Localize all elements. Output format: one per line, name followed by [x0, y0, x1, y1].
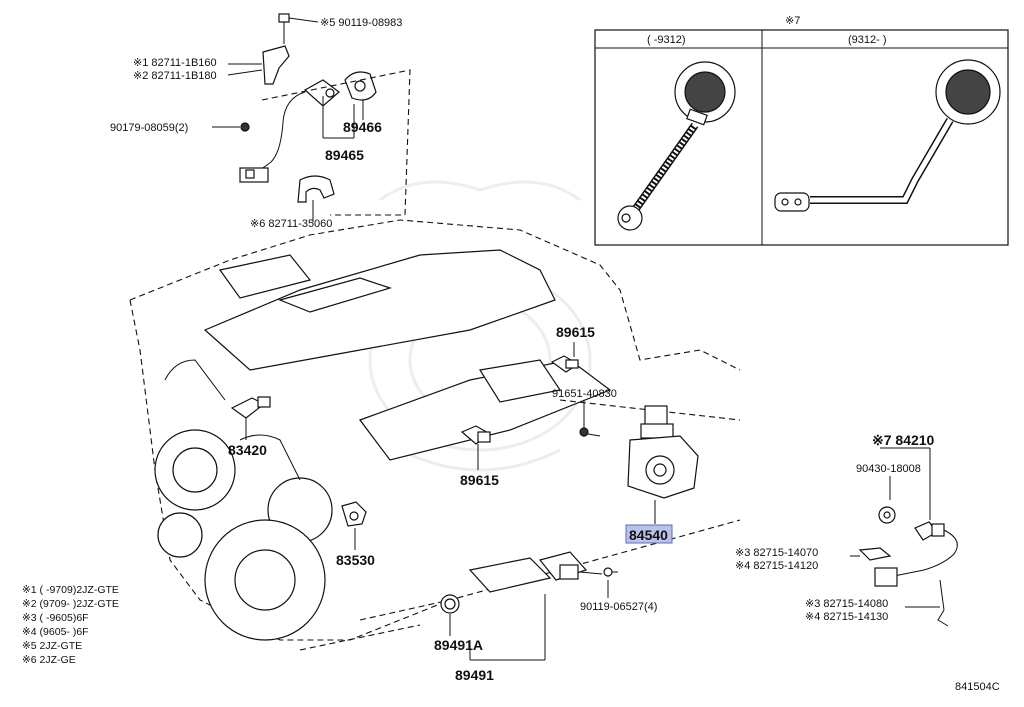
label-89491: 89491: [455, 667, 494, 683]
label-84210: ※7 84210: [872, 432, 935, 448]
label-clip-4a: ※4 82715-14120: [735, 560, 818, 572]
legend-item: ※6 2JZ-GE: [22, 654, 76, 666]
label-89465: 89465: [325, 147, 364, 163]
sensor-83530: [341, 501, 367, 550]
inset-title: ※7: [785, 15, 800, 27]
legend-item: ※5 2JZ-GTE: [22, 640, 82, 652]
sensor-89615-top: [550, 342, 580, 373]
figure-code: 841504C: [955, 681, 1000, 693]
knock-sensor-84210: [850, 447, 958, 627]
label-84540: 84540: [629, 527, 668, 543]
sensor-84540: [627, 405, 699, 524]
legend-item: ※1 ( -9709)2JZ-GTE: [22, 584, 119, 596]
label-89491A: 89491A: [434, 637, 483, 653]
bolt-91651: [579, 400, 601, 437]
label-83530: 83530: [336, 552, 375, 568]
label-washer-left: 90179-08059(2): [110, 122, 188, 134]
legend-item: ※3 ( -9605)6F: [22, 612, 89, 624]
label-89615-mid: 89615: [460, 472, 499, 488]
inset-left-header: ( -9312): [647, 34, 686, 46]
label-bolt-91651: 91651-40830: [552, 388, 617, 400]
label-bracket-2: ※2 82711-1B180: [133, 70, 217, 82]
legend-item: ※4 (9605- )6F: [22, 626, 89, 638]
label-clip-3b: ※3 82715-14080: [805, 598, 888, 610]
engine-outline: [129, 219, 741, 651]
label-90430: 90430-18008: [856, 463, 921, 475]
label-clamp-6: ※6 82711-35060: [250, 218, 332, 230]
label-clip-3a: ※3 82715-14070: [735, 547, 818, 559]
top-left-sensor-group: [212, 13, 411, 222]
label-bolt-top: ※5 90119-08983: [320, 17, 402, 29]
inset-right-header: (9312- ): [848, 34, 887, 46]
labels: ※5 90119-08983 ※1 82711-1B160 ※2 82711-1…: [22, 15, 1000, 693]
sensor-89491: [440, 551, 618, 661]
sensor-89615-mid: [460, 425, 492, 470]
label-83420: 83420: [228, 442, 267, 458]
label-bracket-1: ※1 82711-1B160: [133, 57, 217, 69]
label-bolt-90119: 90119-06527(4): [580, 601, 657, 613]
highlight-84540: [625, 524, 673, 544]
sensor-83420: [230, 396, 271, 440]
label-clip-4b: ※4 82715-14130: [805, 611, 888, 623]
label-89466: 89466: [343, 119, 382, 135]
inset-box: [594, 29, 1009, 246]
legend-item: ※2 (9709- )2JZ-GTE: [22, 598, 119, 610]
label-89615-top: 89615: [556, 324, 595, 340]
